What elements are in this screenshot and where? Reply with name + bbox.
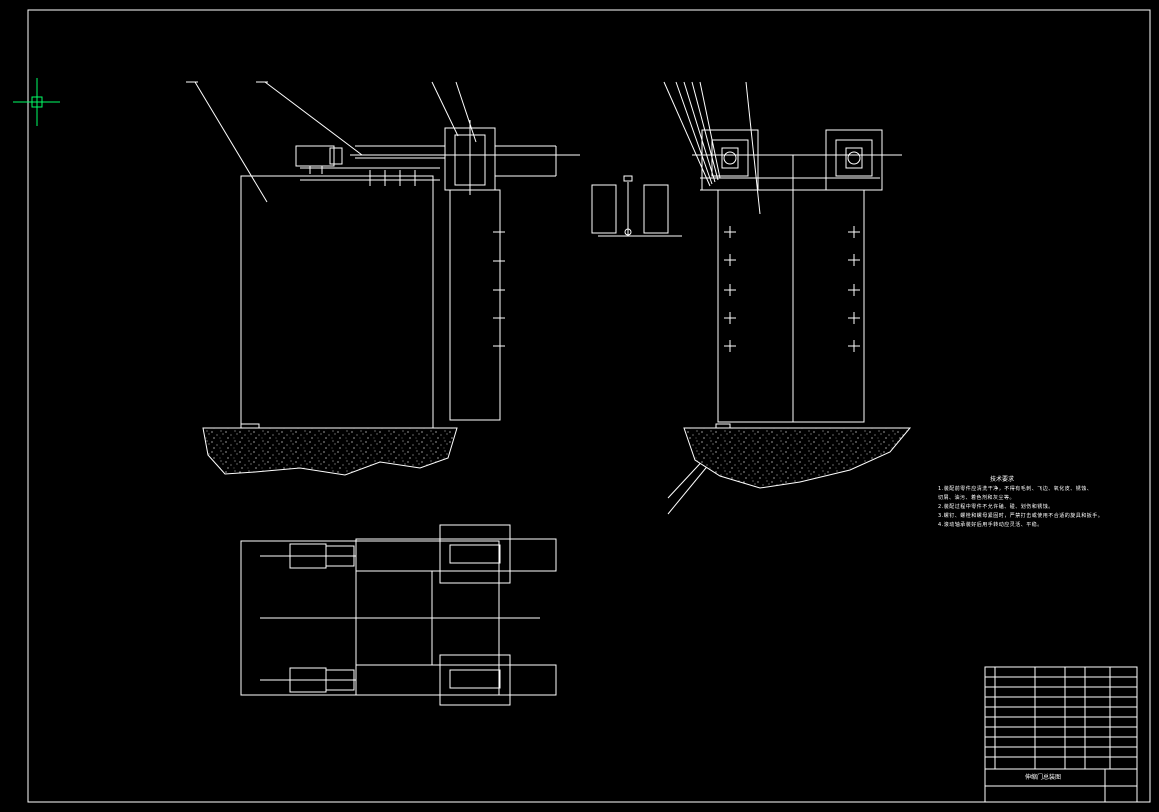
notes-line: 2.装配过程中零件不允许磕、碰、划伤和锈蚀。 (938, 504, 1054, 510)
drawing-border (27, 9, 1151, 803)
title-block (984, 666, 1138, 803)
ground-left (202, 427, 458, 476)
notes-title: 技术要求 (990, 476, 1015, 483)
notes-line: 1.装配前零件应清洗干净，不得有毛刺、飞边、氧化皮、锈蚀、 (938, 486, 1093, 492)
notes-line: 切屑、油污、着色剂和灰尘等。 (938, 495, 1016, 501)
crosshair-cursor (13, 78, 60, 126)
notes-line: 3.螺钉、螺栓和螺母紧固时，严禁打击或使用不合适的旋具和扳手。 (938, 513, 1104, 519)
title-block-drawing-name: 伸缩门总装图 (1025, 774, 1062, 781)
notes-line: 4.滚动轴承装好后用手转动应灵活、平稳。 (938, 522, 1043, 528)
front-view (186, 81, 580, 457)
ground-right (683, 427, 912, 489)
plan-view (240, 524, 557, 706)
detail-view (591, 175, 682, 237)
